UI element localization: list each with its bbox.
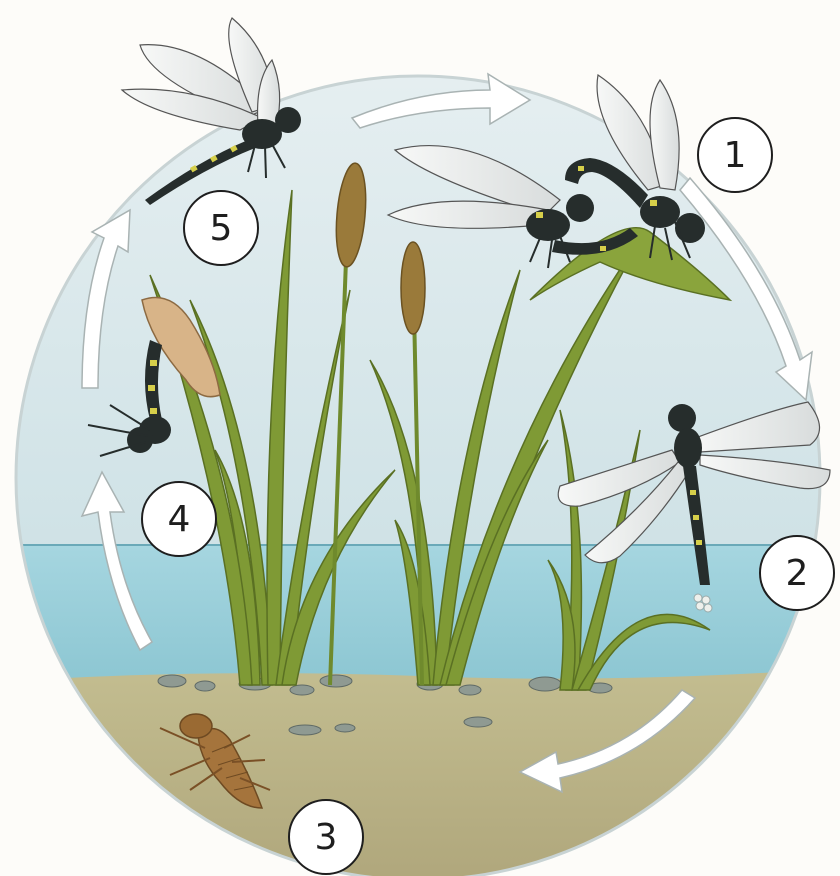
stage-4-label: 4 [168,499,191,540]
stage-3-label: 3 [315,817,338,858]
nymph-head [180,714,212,738]
middle-cattail-head [401,242,425,334]
pond-bed [0,668,840,876]
stage-2-badge: 2 [759,535,835,611]
stage-4-badge: 4 [141,481,217,557]
female-thorax [526,209,570,241]
stage-5-label: 5 [210,208,233,249]
stage-3-badge: 3 [288,799,364,875]
thorax [674,428,702,468]
female-head [566,194,594,222]
stage-5-badge: 5 [183,190,259,266]
stage-1-badge: 1 [697,117,773,193]
head [275,107,301,133]
head [127,427,153,453]
male-thorax [640,196,680,228]
stage-1-label: 1 [724,135,747,176]
stage-2-label: 2 [786,553,809,594]
head [668,404,696,432]
male-head [675,213,705,243]
